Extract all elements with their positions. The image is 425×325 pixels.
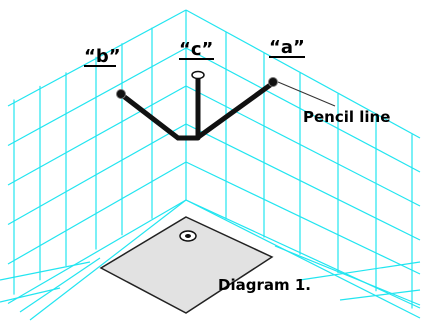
grid-floor-line: [0, 287, 61, 303]
grid-left-horizontal: [7, 161, 187, 265]
fixing-point-c: [191, 70, 205, 80]
label-b: “b”: [84, 46, 121, 67]
grid-floor-line: [19, 257, 101, 313]
grid-floor-line: [0, 261, 91, 281]
fixing-point-b: [116, 89, 126, 99]
grid-right-horizontal: [185, 9, 421, 139]
label-c: “c”: [179, 39, 213, 60]
grid-left-horizontal: [7, 9, 187, 107]
pencil-line-label: Pencil line: [303, 108, 390, 126]
grid-left-horizontal: [7, 123, 187, 226]
fixing-point-a: [268, 77, 278, 87]
shower-tray: [99, 216, 274, 314]
grid-right-horizontal: [185, 199, 421, 309]
tray-drain-icon: [179, 230, 197, 242]
grid-floor-line: [185, 199, 421, 319]
grid-floor-line: [299, 261, 421, 281]
grid-floor-line: [29, 199, 187, 321]
pencil-line-leader: [277, 81, 336, 107]
label-a: “a”: [269, 37, 305, 58]
grid-right-horizontal: [185, 123, 421, 241]
diagram-caption: Diagram 1.: [218, 276, 311, 294]
pipe-lines: [119, 74, 276, 141]
grid-left-horizontal: [7, 47, 187, 147]
grid-right-horizontal: [185, 47, 421, 173]
grid-floor-line: [339, 289, 421, 301]
grid-left-horizontal: [7, 85, 187, 186]
grid-floor-line: [274, 245, 421, 306]
grid-right-horizontal: [185, 161, 421, 275]
tile-grid: [0, 9, 421, 321]
grid-right-horizontal: [185, 85, 421, 207]
grid-left-horizontal: [7, 199, 187, 305]
